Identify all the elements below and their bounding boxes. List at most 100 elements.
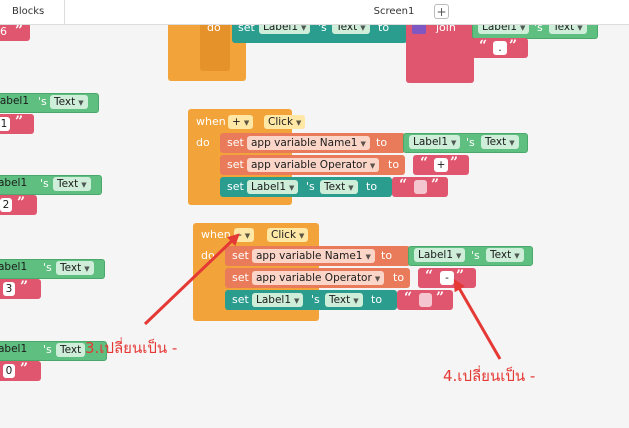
minus-var-name1-dropdown[interactable]: app variable Name1▼ (252, 249, 375, 263)
add-screen-button[interactable]: + (434, 4, 449, 19)
top-getter-label1-text: Label1 (482, 25, 518, 33)
top-event-body (200, 25, 230, 71)
plus-op-value[interactable]: + (434, 158, 448, 172)
left-number-block-1[interactable] (0, 25, 30, 41)
plus-getter-s: 's (466, 136, 475, 149)
left-text-4: Text (60, 344, 82, 356)
minus-to3-label: to (371, 293, 383, 306)
plus-empty-value[interactable] (414, 180, 427, 194)
top-getter-label1-chip[interactable]: Label1▼ (478, 25, 530, 34)
left-number-4-value[interactable]: 3 (3, 282, 15, 296)
left-text-chip-1[interactable]: Text▼ (50, 95, 88, 109)
plus-to1-label: to (376, 136, 388, 149)
minus-set-text-chip[interactable]: Text▼ (325, 293, 363, 307)
tab-screen1[interactable]: Screen1 (373, 6, 415, 17)
minus-event-dropdown[interactable]: Click▼ (267, 228, 309, 242)
left-text-chip-4[interactable]: Text (56, 343, 86, 357)
plus-set-text-chip[interactable]: Text▼ (320, 180, 358, 194)
left-label1-1-text: Label1 (0, 95, 30, 107)
left-label1-3-text: abel1 (0, 261, 28, 273)
left-s-4: 's (43, 343, 52, 356)
plus-when-label: when (196, 115, 226, 128)
minus-op-text: - (445, 272, 449, 284)
top-do-label: do (207, 25, 221, 34)
minus-set-text-text: Text (329, 294, 351, 306)
minus-var-operator-text: app variable Operator (256, 272, 372, 284)
plus-getter-text-text: Text (485, 136, 507, 148)
top-getter-text-chip[interactable]: Text▼ (549, 25, 587, 34)
tab-blocks[interactable]: Blocks (0, 0, 65, 24)
top-join-block[interactable] (406, 25, 474, 83)
plus-set2-label: set (227, 158, 244, 171)
plus-empty-close-quote: ” (431, 177, 440, 193)
left-text-1: Text (54, 96, 76, 108)
minus-to2-label: to (393, 271, 405, 284)
plus-getter-text-chip[interactable]: Text▼ (481, 135, 519, 149)
plus-component-dropdown[interactable]: +▼ (228, 115, 254, 129)
left-number-5-text: 0 (5, 365, 13, 377)
top-dot-text: . (498, 42, 502, 54)
plus-to2-label: to (388, 158, 400, 171)
plus-to3-label: to (366, 180, 378, 193)
left-number-4-text: 3 (5, 283, 13, 295)
top-text-chip[interactable]: Text▼ (332, 25, 370, 34)
left-number-3-quote: ” (17, 195, 26, 211)
left-text-2: Text (57, 178, 79, 190)
plus-set-text-text: Text (324, 181, 346, 193)
plus-op-close-quote: ” (450, 155, 459, 171)
plus-set-label1-text: Label1 (251, 181, 287, 193)
minus-getter-s: 's (471, 249, 480, 262)
minus-op-close-quote: ” (456, 268, 465, 284)
minus-empty-open-quote: “ (404, 290, 413, 306)
plus-getter-label1-chip[interactable]: Label1▼ (409, 135, 461, 149)
minus-set3-label: set (232, 293, 249, 306)
top-join-label: join (436, 25, 456, 34)
plus-var-operator-text: app variable Operator (251, 159, 367, 171)
top-label1-chip[interactable]: Label1▼ (259, 25, 311, 34)
minus-var-name1-text: app variable Name1 (256, 250, 363, 262)
top-to-label: to (378, 25, 390, 34)
top-bar: Blocks Screen1 + (0, 0, 629, 25)
annotation-arrows (143, 233, 502, 360)
left-number-2-text: 1 (0, 118, 8, 130)
left-text-chip-2[interactable]: Text▼ (53, 177, 91, 191)
left-number-2-quote: ” (15, 114, 24, 130)
plus-var-name1-dropdown[interactable]: app variable Name1▼ (247, 136, 370, 150)
plus-set3-label: set (227, 180, 244, 193)
minus-when-label: when (201, 228, 231, 241)
minus-var-operator-dropdown[interactable]: app variable Operator▼ (252, 271, 385, 285)
plus-op-text: + (436, 159, 446, 171)
minus-empty-value[interactable] (419, 293, 432, 307)
top-getter-s-label: 's (534, 25, 543, 34)
minus-set1-label: set (232, 249, 249, 262)
left-number-1-quote: ” (15, 25, 24, 39)
plus-event-dropdown[interactable]: Click▼ (264, 115, 306, 129)
left-text-chip-3[interactable]: Text▼ (56, 261, 94, 275)
top-dot-value[interactable]: . (493, 41, 507, 55)
minus-getter-text-chip[interactable]: Text▼ (486, 248, 524, 262)
left-number-5-value[interactable]: 0 (3, 364, 15, 378)
left-number-3-value[interactable]: 2 (0, 198, 12, 212)
top-dot-close-quote: ” (509, 38, 518, 54)
plus-set-s: 's (306, 180, 315, 193)
plus-set-label1-chip[interactable]: Label1▼ (247, 180, 299, 194)
plus-event-text: Click (268, 116, 294, 128)
minus-op-open-quote: “ (425, 268, 434, 284)
left-number-3-text: 2 (2, 199, 10, 211)
minus-op-value[interactable]: - (440, 271, 454, 285)
left-number-2-value[interactable]: 1 (0, 117, 10, 131)
plus-var-operator-dropdown[interactable]: app variable Operator▼ (247, 158, 380, 172)
blocks-workspace[interactable]: do set Label1▼ 's Text▼ to join Label1▼ … (0, 25, 629, 428)
left-number-5-quote: ” (20, 361, 29, 377)
top-dot-open-quote: “ (479, 38, 488, 54)
minus-set-label1-chip[interactable]: Label1▼ (252, 293, 304, 307)
minus-getter-label1-chip[interactable]: Label1▼ (414, 248, 466, 262)
join-gear-icon[interactable] (412, 25, 426, 34)
left-number-4-quote: ” (20, 279, 29, 295)
minus-empty-close-quote: ” (436, 290, 445, 306)
plus-do-label: do (196, 136, 210, 149)
left-label1-4-text: abel1 (0, 343, 28, 355)
plus-getter-label1-text: Label1 (413, 136, 449, 148)
top-s-label: 's (318, 25, 327, 34)
top-label1-text: Label1 (263, 25, 299, 33)
